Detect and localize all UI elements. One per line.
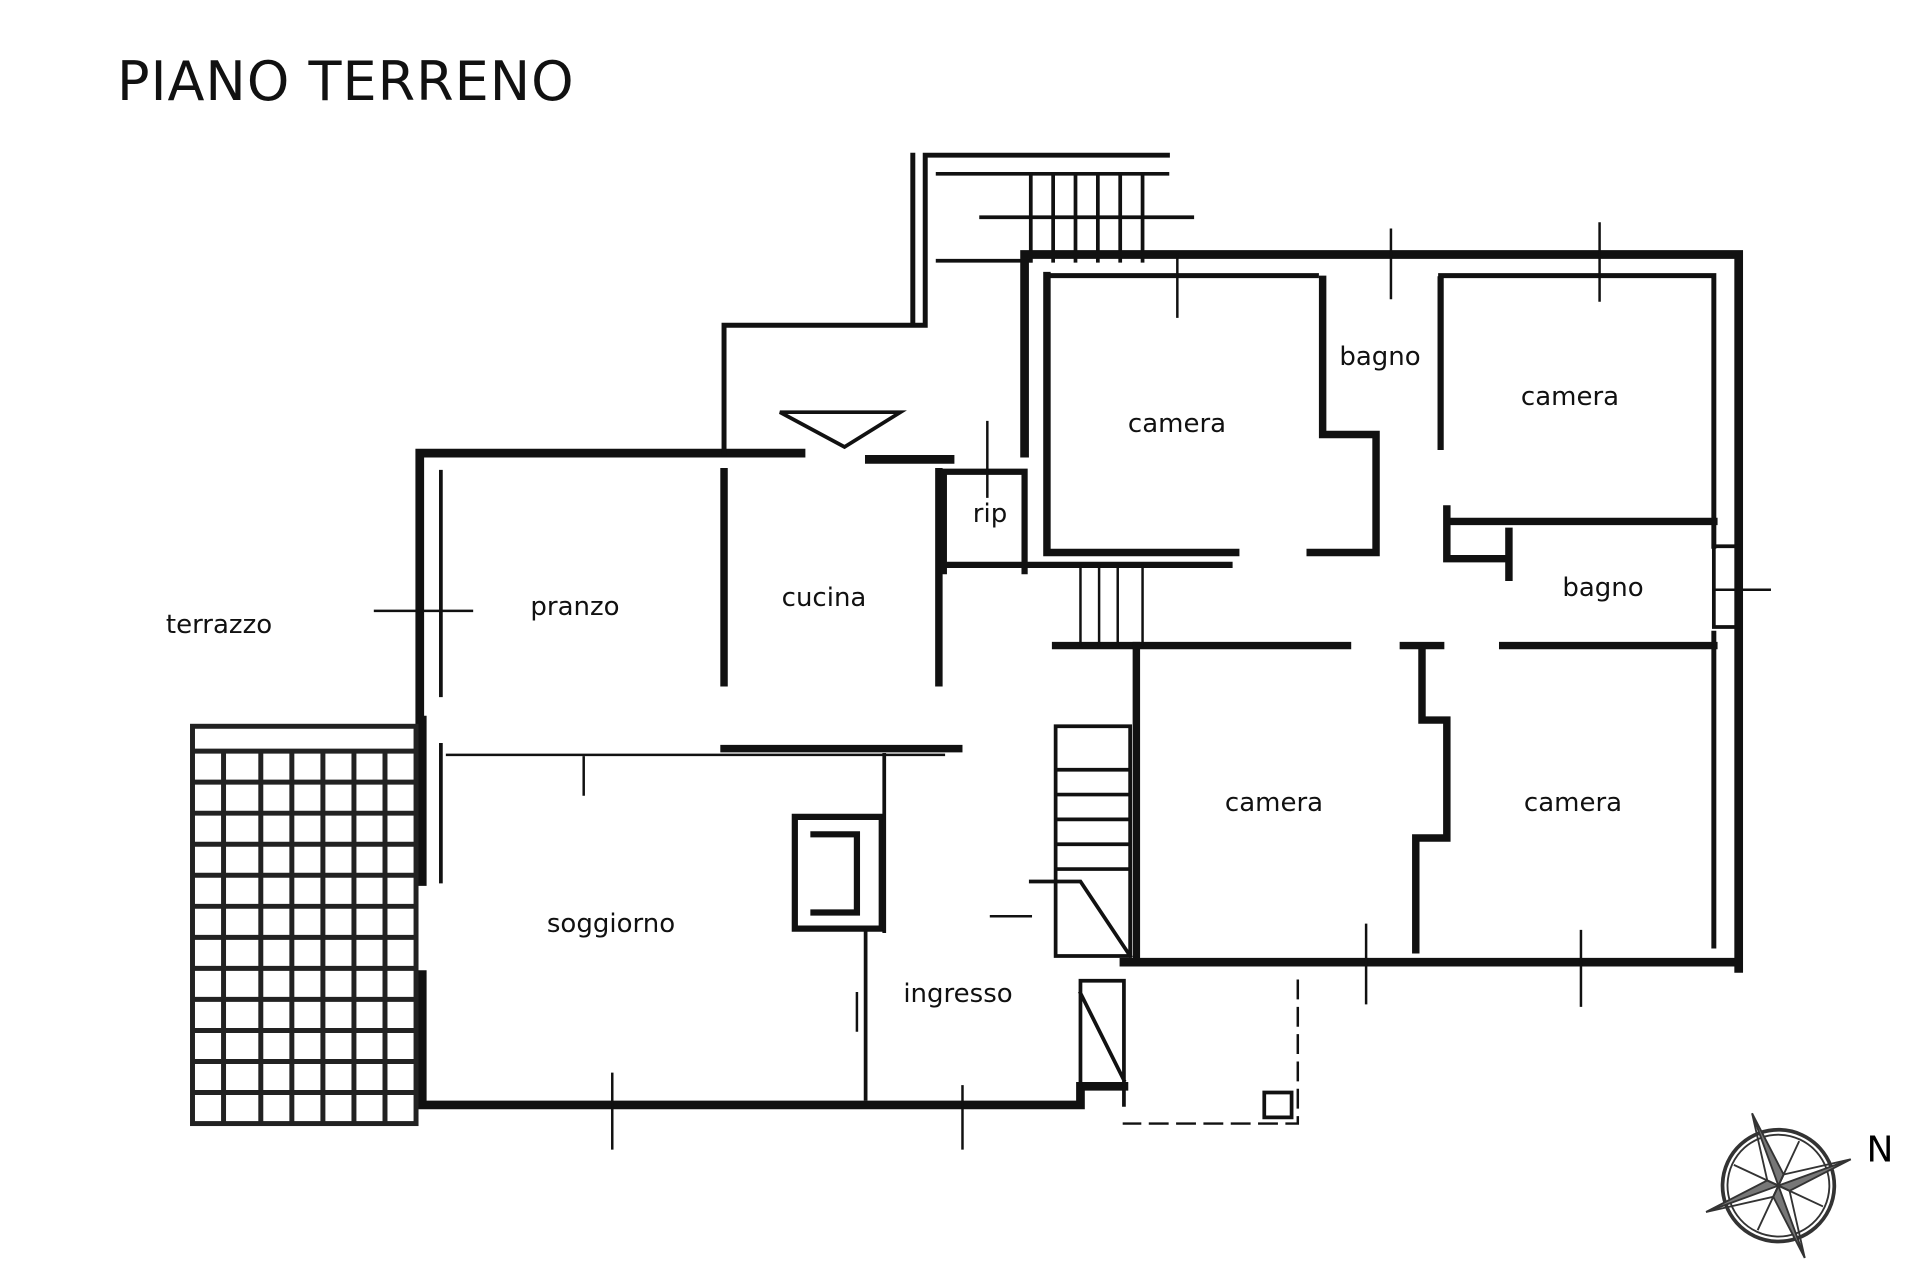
north-label: N [1866,1129,1894,1171]
room-label-camera: camera [1127,409,1227,439]
walls [373,152,1771,1150]
room-label-rip: rip [972,499,1008,529]
page-title: PIANO TERRENO [117,50,575,113]
room-label-terrazzo: terrazzo [165,610,273,640]
room-label-soggiorno: soggiorno [546,909,676,939]
room-label-bagno: bagno [1339,342,1421,372]
terrace-tiles [190,723,419,1127]
room-label-camera: camera [1523,788,1623,818]
room-label-bagno: bagno [1562,573,1644,603]
room-label-cucina: cucina [781,583,867,613]
room-label-camera: camera [1224,788,1324,818]
room-label-ingresso: ingresso [903,979,1013,1009]
room-label-camera: camera [1520,382,1620,412]
compass-rose-icon [1705,1112,1852,1259]
room-label-pranzo: pranzo [530,592,620,622]
